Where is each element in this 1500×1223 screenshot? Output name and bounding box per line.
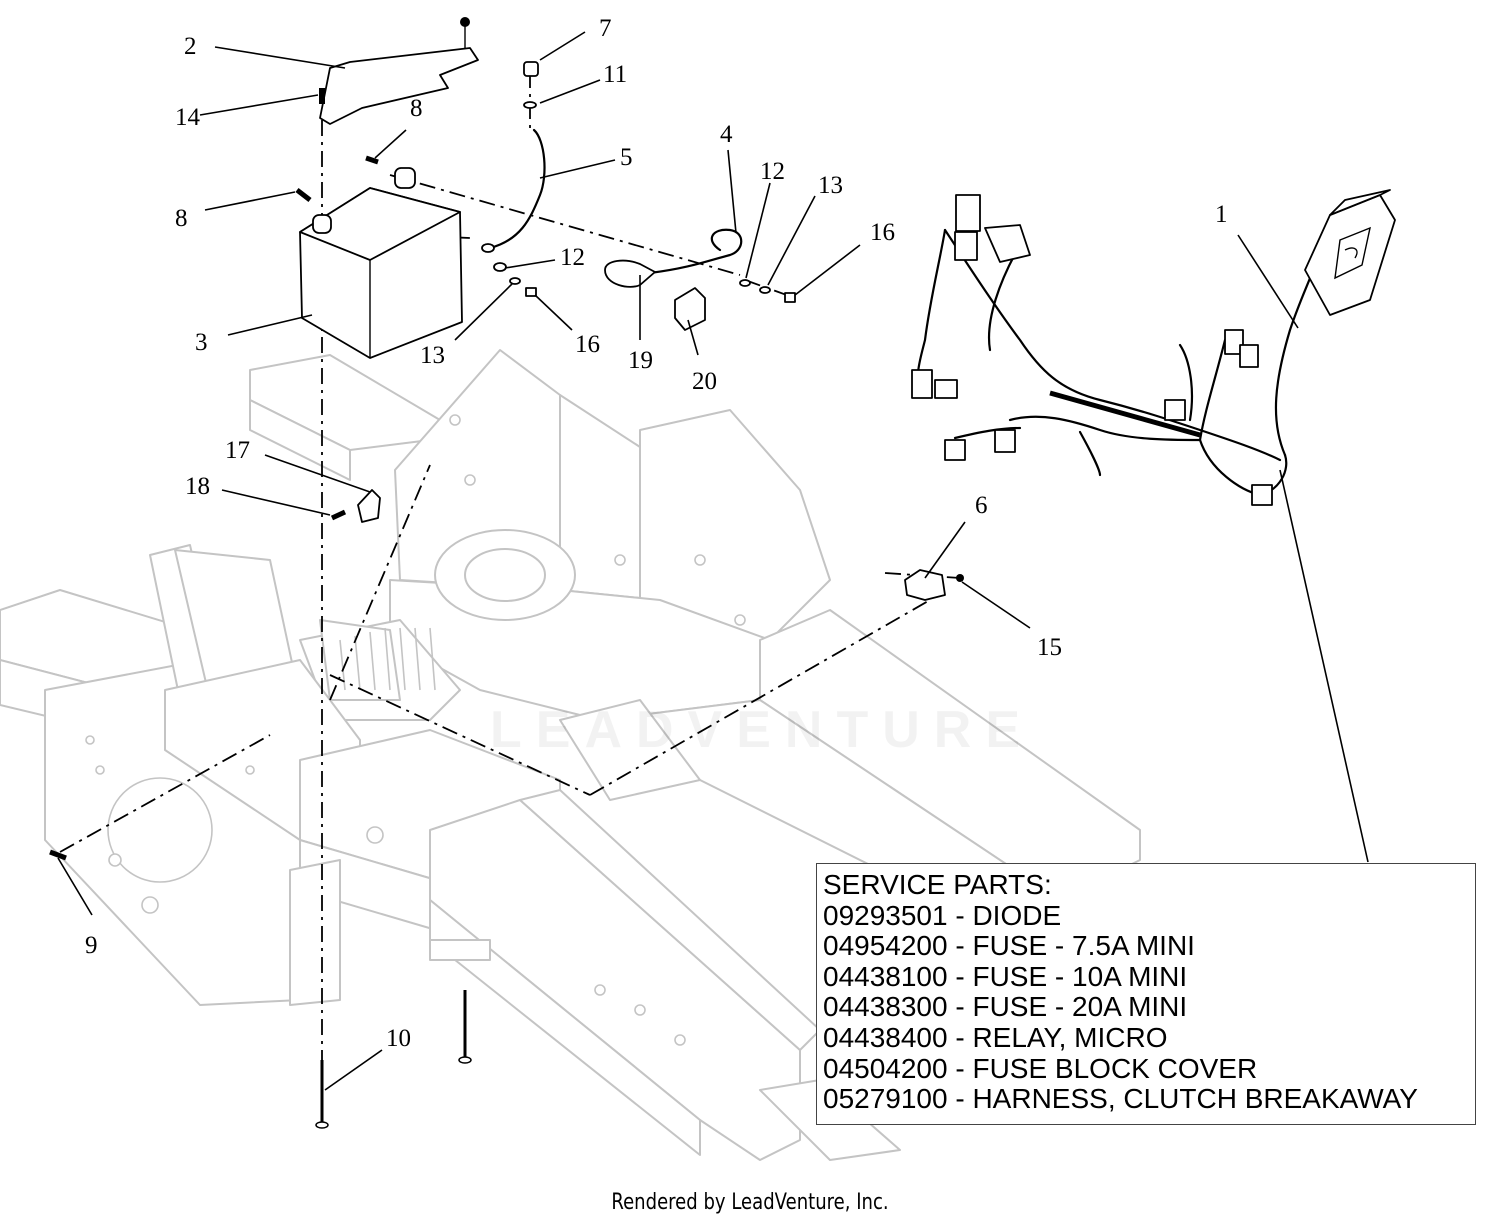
callout-3: 3 <box>195 329 208 356</box>
leader-lines <box>57 31 1369 1091</box>
parts <box>49 17 964 1129</box>
callout-12-right: 12 <box>760 158 785 185</box>
callout-20: 20 <box>692 368 717 395</box>
stud <box>319 88 325 104</box>
battery-bracket <box>319 47 479 125</box>
ground-switch <box>357 489 381 523</box>
callout-16-lower: 16 <box>575 331 600 358</box>
ground-cable <box>488 128 546 250</box>
terminal-bolt <box>365 155 379 165</box>
callout-1: 1 <box>1215 201 1228 228</box>
positive-cable <box>648 228 743 275</box>
fuse-holder <box>674 287 706 331</box>
callout-11: 11 <box>603 61 627 88</box>
mount-bracket <box>904 569 946 601</box>
terminal-boot <box>604 259 656 288</box>
callout-15: 15 <box>1037 634 1062 661</box>
service-part-line: 04438400 - RELAY, MICRO <box>823 1021 1168 1053</box>
footer-credit: Rendered by LeadVenture, Inc. <box>611 1190 889 1215</box>
callout-4: 4 <box>720 121 733 148</box>
callout-labels: 1 2 3 4 5 6 7 8 8 9 10 11 12 12 13 13 14… <box>85 15 1228 1052</box>
service-parts-box: SERVICE PARTS: 09293501 - DIODE 04954200… <box>816 863 1476 1125</box>
service-parts-heading: SERVICE PARTS: <box>823 869 1052 900</box>
service-part-line: 04504200 - FUSE BLOCK COVER <box>823 1052 1258 1084</box>
callout-12-lower: 12 <box>560 244 585 271</box>
wiring-harness <box>911 189 1396 506</box>
callout-5: 5 <box>620 144 633 171</box>
service-part-line: 04438100 - FUSE - 10A MINI <box>823 960 1188 992</box>
callout-8-top: 8 <box>410 95 423 122</box>
service-part-line: 09293501 - DIODE <box>823 899 1062 931</box>
service-part-line: 04954200 - FUSE - 7.5A MINI <box>823 930 1195 962</box>
watermark-text: LEADVENTURE <box>490 701 1035 759</box>
terminal-bolt <box>295 188 312 202</box>
callout-2: 2 <box>184 33 197 60</box>
tractor-frame <box>0 349 1141 1161</box>
callout-18: 18 <box>185 473 210 500</box>
fuse-block <box>1304 189 1396 316</box>
service-part-line: 04438300 - FUSE - 20A MINI <box>823 991 1188 1023</box>
callout-17: 17 <box>225 437 250 464</box>
callout-16-right: 16 <box>870 219 895 246</box>
callout-9: 9 <box>85 932 98 959</box>
wing-nut <box>460 17 470 27</box>
battery <box>299 167 463 359</box>
callout-13-right: 13 <box>818 172 843 199</box>
callout-14: 14 <box>175 104 201 131</box>
callout-6: 6 <box>975 492 988 519</box>
callout-19: 19 <box>628 347 653 374</box>
callout-13-lower: 13 <box>420 342 445 369</box>
callout-10: 10 <box>386 1025 411 1052</box>
service-part-line: 05279100 - HARNESS, CLUTCH BREAKAWAY <box>823 1083 1418 1115</box>
callout-8-left: 8 <box>175 205 188 232</box>
callout-7: 7 <box>599 15 612 42</box>
